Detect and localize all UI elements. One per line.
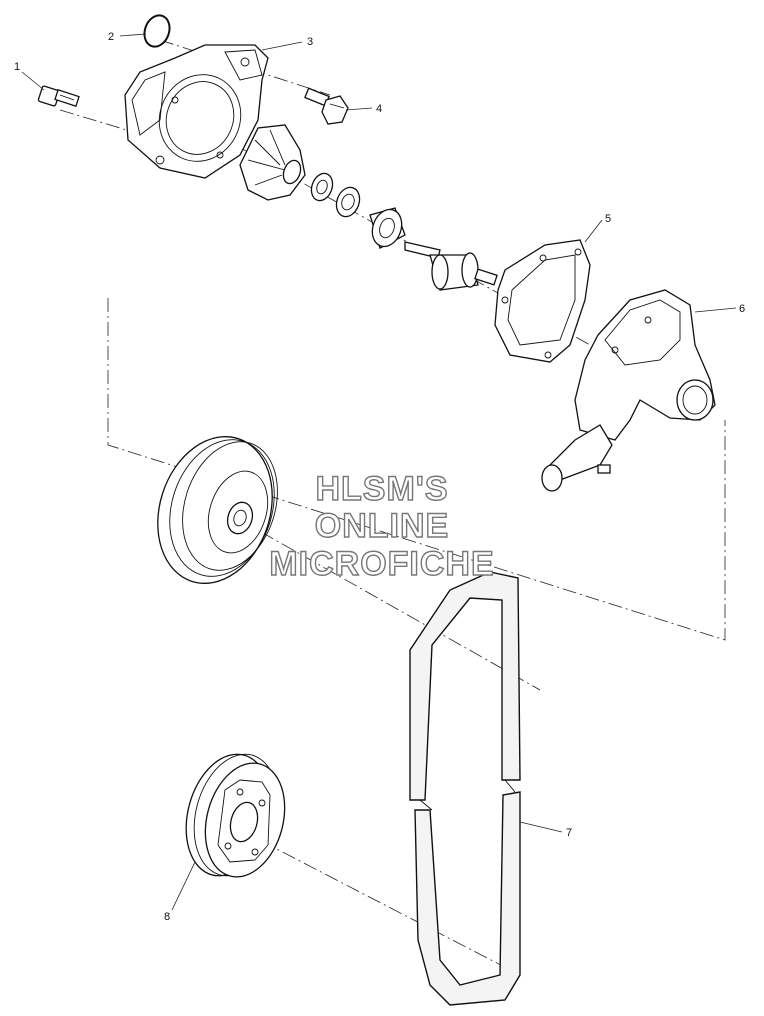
watermark-line-1: HLSM'S xyxy=(315,470,448,508)
gasket-part-5 xyxy=(494,239,591,363)
watermark-line-3: MICROFICHE xyxy=(269,545,494,583)
bearing-seal xyxy=(369,207,406,249)
callout-8: 8 xyxy=(164,911,170,923)
watermark-line-2: ONLINE xyxy=(315,507,449,545)
seal-washer-2 xyxy=(335,186,361,218)
callout-numbers: 1 2 3 4 5 6 7 8 xyxy=(14,31,745,923)
watermark: HLSM'S ONLINE MICROFICHE xyxy=(269,469,495,583)
pump-cover-part-3 xyxy=(124,44,269,179)
seal-washer-1 xyxy=(310,172,334,202)
callout-1: 1 xyxy=(14,61,20,73)
callout-6: 6 xyxy=(739,303,745,315)
bolt-part-1 xyxy=(37,85,80,107)
callout-5: 5 xyxy=(605,213,611,225)
pump-shaft xyxy=(404,241,498,291)
o-ring-part-2 xyxy=(143,14,171,48)
drive-belt-part-7 xyxy=(409,571,521,1006)
callout-3: 3 xyxy=(307,36,313,48)
callout-7: 7 xyxy=(566,827,572,839)
bolt-part-4 xyxy=(304,87,349,125)
callout-4: 4 xyxy=(376,103,382,115)
leader-lines xyxy=(21,33,737,911)
callout-2: 2 xyxy=(108,31,114,43)
pump-housing-part-6 xyxy=(541,289,716,492)
water-pump-pulley-part-8 xyxy=(185,753,286,878)
crankshaft-pulley xyxy=(157,436,278,584)
impeller xyxy=(239,124,306,201)
